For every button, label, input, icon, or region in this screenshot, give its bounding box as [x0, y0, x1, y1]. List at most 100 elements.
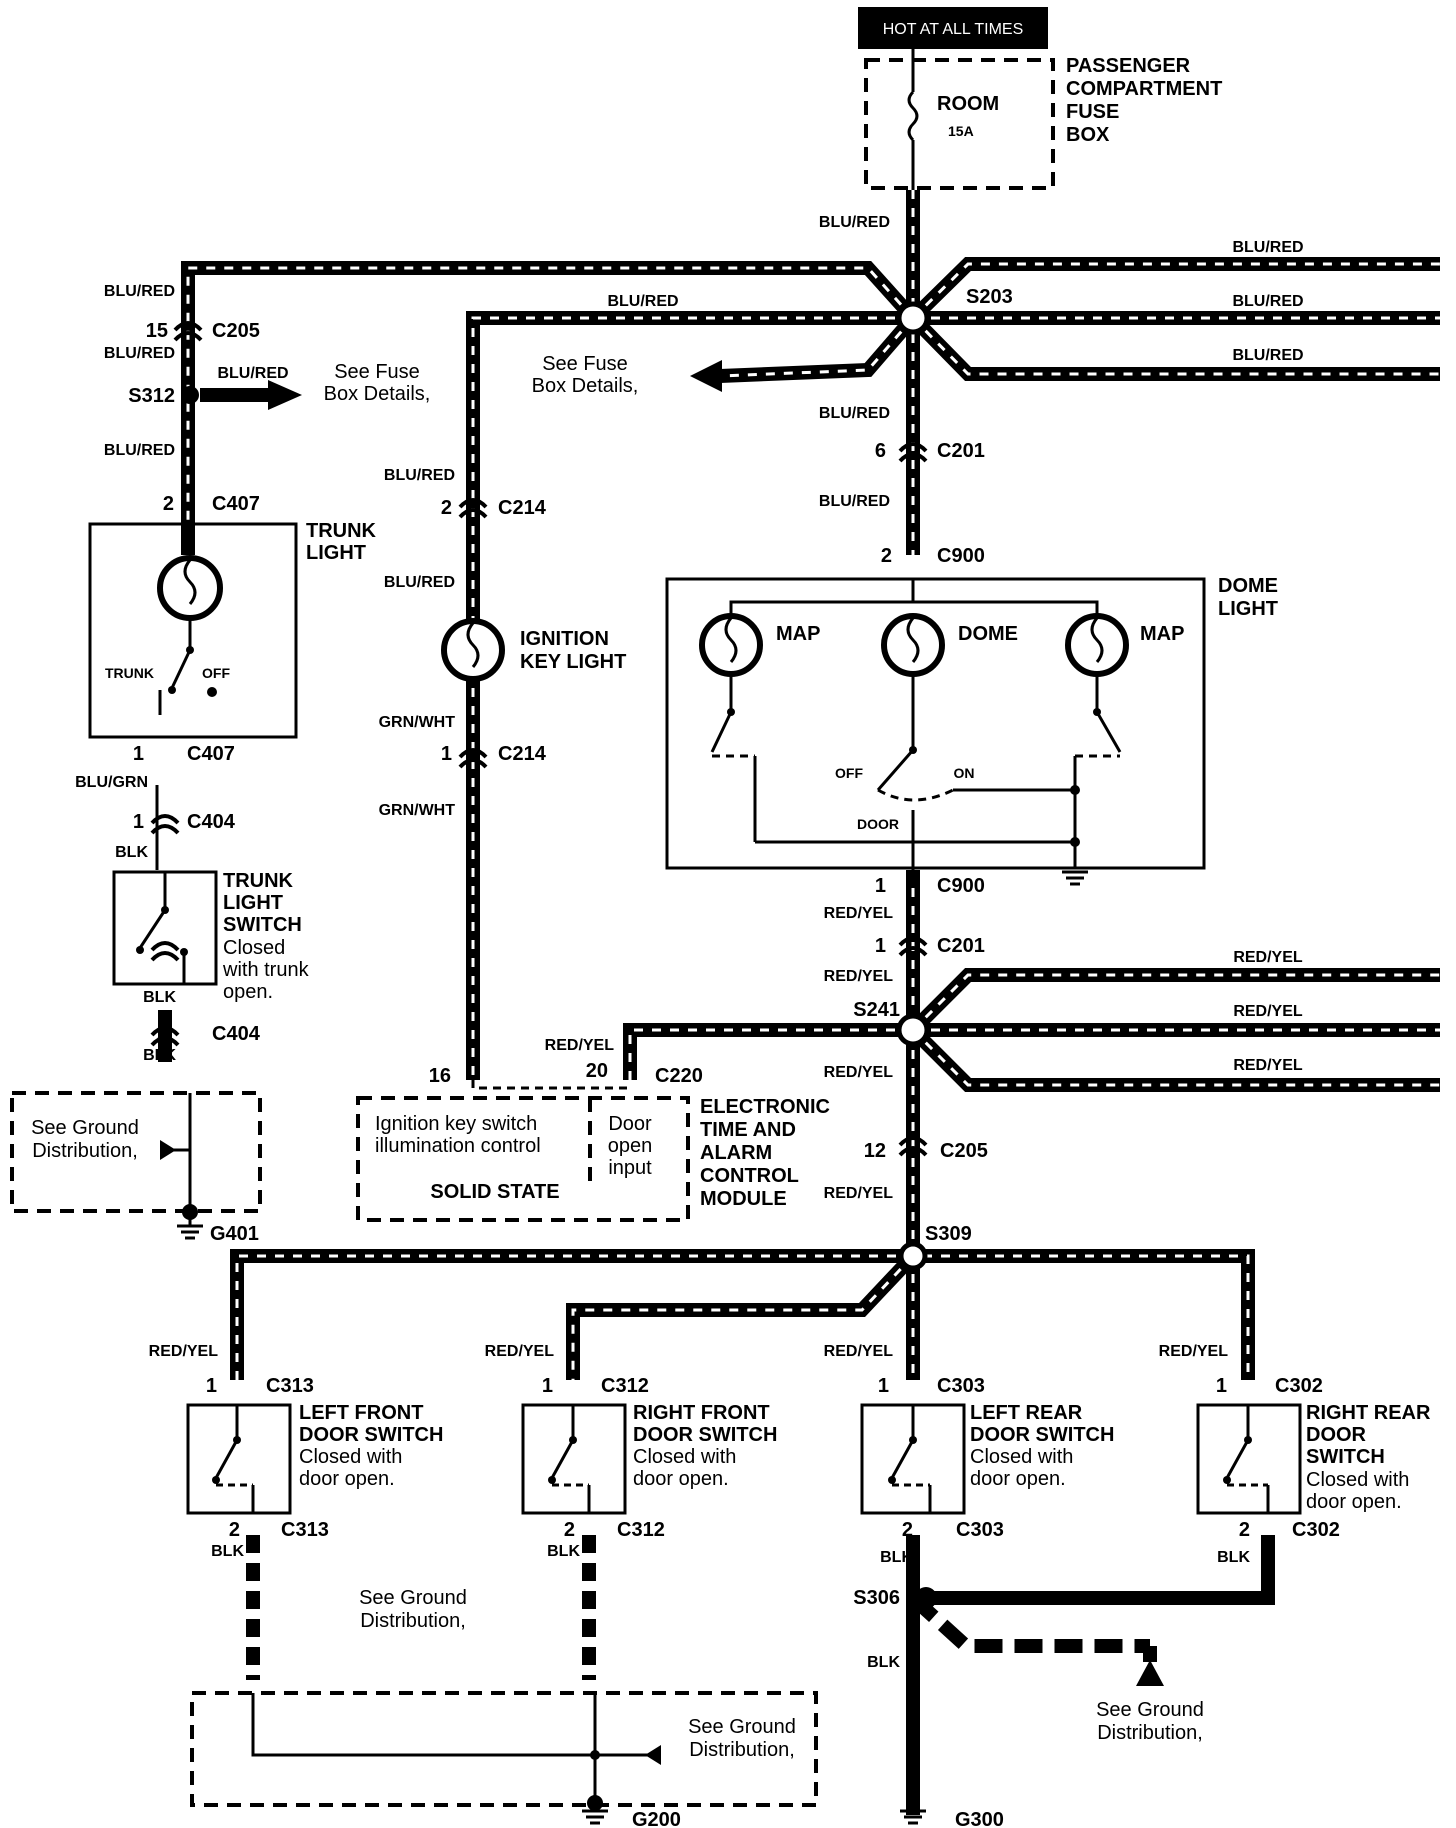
wire-label: RED/YEL: [1233, 949, 1303, 966]
wire-label: BLU/GRN: [75, 774, 148, 791]
fuse-box-label-2: COMPARTMENT: [1066, 78, 1222, 100]
dome-on-label: ON: [954, 765, 975, 781]
rr-door-switch-title-2: DOOR: [1306, 1424, 1367, 1446]
module-right-1: Door: [608, 1113, 652, 1135]
wire-label: BLU/RED: [607, 293, 678, 310]
wire-label: RED/YEL: [824, 1185, 894, 1202]
module-title-1: ELECTRONIC: [700, 1096, 830, 1118]
map-bulb-icon: [1065, 613, 1129, 677]
trunk-switch-desc-3: open.: [223, 981, 273, 1003]
fuse-icon: [907, 90, 919, 142]
off-position-label: OFF: [202, 665, 230, 681]
ignition-light-title-1: IGNITION: [520, 628, 609, 650]
ground-icon: [1062, 870, 1088, 886]
lr-door-switch-title-1: LEFT REAR: [970, 1402, 1083, 1424]
rf-door-switch-desc-2: door open.: [633, 1468, 729, 1490]
trunk-switch-desc-1: Closed: [223, 937, 285, 959]
ground-dist-box: [10, 1091, 262, 1213]
splices: [181, 301, 937, 1609]
rr-door-switch-title-3: SWITCH: [1306, 1446, 1385, 1468]
splice-s306: S306: [853, 1587, 900, 1609]
trunk-position-label: TRUNK: [105, 665, 154, 681]
pin-label: 16: [429, 1065, 451, 1087]
connector-c313: C313: [266, 1375, 314, 1397]
lr-door-switch-desc-1: Closed with: [970, 1446, 1073, 1468]
fuse-box-label-1: PASSENGER: [1066, 55, 1191, 77]
module-title-3: ALARM: [700, 1142, 772, 1164]
hot-banner-label: HOT AT ALL TIMES: [883, 21, 1024, 38]
pin-label: 2: [881, 545, 892, 567]
control-module-box: [356, 1096, 690, 1222]
pin-label: 2: [157, 1023, 168, 1045]
connector-c201: C201: [937, 440, 985, 462]
wire-label: RED/YEL: [1159, 1343, 1229, 1360]
connector-c302: C302: [1292, 1519, 1340, 1541]
pin-label: 2: [229, 1519, 240, 1541]
wire-label: RED/YEL: [824, 905, 894, 922]
ground-dist-ref-2: Distribution,: [1097, 1722, 1203, 1744]
pin-label: 1: [1216, 1375, 1227, 1397]
fuse-rating: 15A: [948, 123, 974, 139]
fuse-details-ref-1: See Fuse: [334, 361, 420, 383]
wire-label: BLU/RED: [104, 442, 175, 459]
pin-label: 2: [441, 497, 452, 519]
pin-label: 1: [875, 875, 886, 897]
ground-g300: G300: [955, 1809, 1004, 1828]
rr-door-switch-title-1: RIGHT REAR: [1306, 1402, 1431, 1424]
fuse-details-ref-1: See Fuse: [542, 353, 628, 375]
connector-c214: C214: [498, 497, 547, 519]
dome-light-title-2: LIGHT: [1218, 598, 1278, 620]
wire-label: BLU/RED: [819, 493, 890, 510]
fuse-box-label-3: FUSE: [1066, 101, 1119, 123]
fuse-name: ROOM: [937, 93, 999, 115]
wire-label: BLU/RED: [1232, 347, 1303, 364]
connector-c407: C407: [212, 493, 260, 515]
splice-s312: S312: [128, 385, 175, 407]
trunk-switch-desc-2: with trunk: [222, 959, 310, 981]
trunk-switch-title-1: TRUNK: [223, 870, 294, 892]
wires: [155, 190, 1440, 1815]
dome-label: DOME: [958, 623, 1018, 645]
wire-label: BLK: [867, 1654, 900, 1671]
wire-label: BLU/RED: [1232, 293, 1303, 310]
wire-label: BLU/RED: [384, 467, 455, 484]
ground-g401: G401: [210, 1223, 259, 1245]
module-title-5: MODULE: [700, 1188, 787, 1210]
connector-c205: C205: [212, 320, 260, 342]
lf-door-switch-title-2: DOOR SWITCH: [299, 1424, 443, 1446]
wire-label: BLK: [547, 1543, 580, 1560]
pin-label: 1: [206, 1375, 217, 1397]
connector-c220: C220: [655, 1065, 703, 1087]
connector-c900: C900: [937, 875, 985, 897]
pin-label: 1: [542, 1375, 553, 1397]
dome-light-title-1: DOME: [1218, 575, 1278, 597]
pin-label: 2: [902, 1519, 913, 1541]
trunk-light-title-1: TRUNK: [306, 520, 377, 542]
lr-door-switch-title-2: DOOR SWITCH: [970, 1424, 1114, 1446]
wire-label: RED/YEL: [824, 968, 894, 985]
connector-c312: C312: [601, 1375, 649, 1397]
splice-s203: S203: [966, 286, 1013, 308]
splice-s309: S309: [925, 1223, 972, 1245]
ground-dist-ref-2: Distribution,: [360, 1610, 466, 1632]
connector-c214: C214: [498, 743, 547, 765]
wire-label: BLK: [880, 1549, 913, 1566]
wire-label: GRN/WHT: [379, 802, 456, 819]
pin-label: 12: [864, 1140, 886, 1162]
module-solid-state: SOLID STATE: [430, 1181, 559, 1203]
ignition-light-title-2: KEY LIGHT: [520, 651, 626, 673]
lf-door-switch-box: [186, 1403, 292, 1515]
trunk-light-title-2: LIGHT: [306, 542, 366, 564]
pin-label: 1: [441, 743, 452, 765]
wire-label: BLU/RED: [819, 405, 890, 422]
pin-label: 20: [586, 1060, 608, 1082]
ground-icon: [582, 1809, 608, 1825]
connector-c312: C312: [617, 1519, 665, 1541]
connector-c404: C404: [212, 1023, 261, 1045]
pin-label: 15: [146, 320, 168, 342]
fuse-box-label-4: BOX: [1066, 124, 1110, 146]
splice-s241: S241: [853, 999, 900, 1021]
bulb-icon: [157, 555, 223, 621]
connector-c302: C302: [1275, 1375, 1323, 1397]
connector-c900: C900: [937, 545, 985, 567]
